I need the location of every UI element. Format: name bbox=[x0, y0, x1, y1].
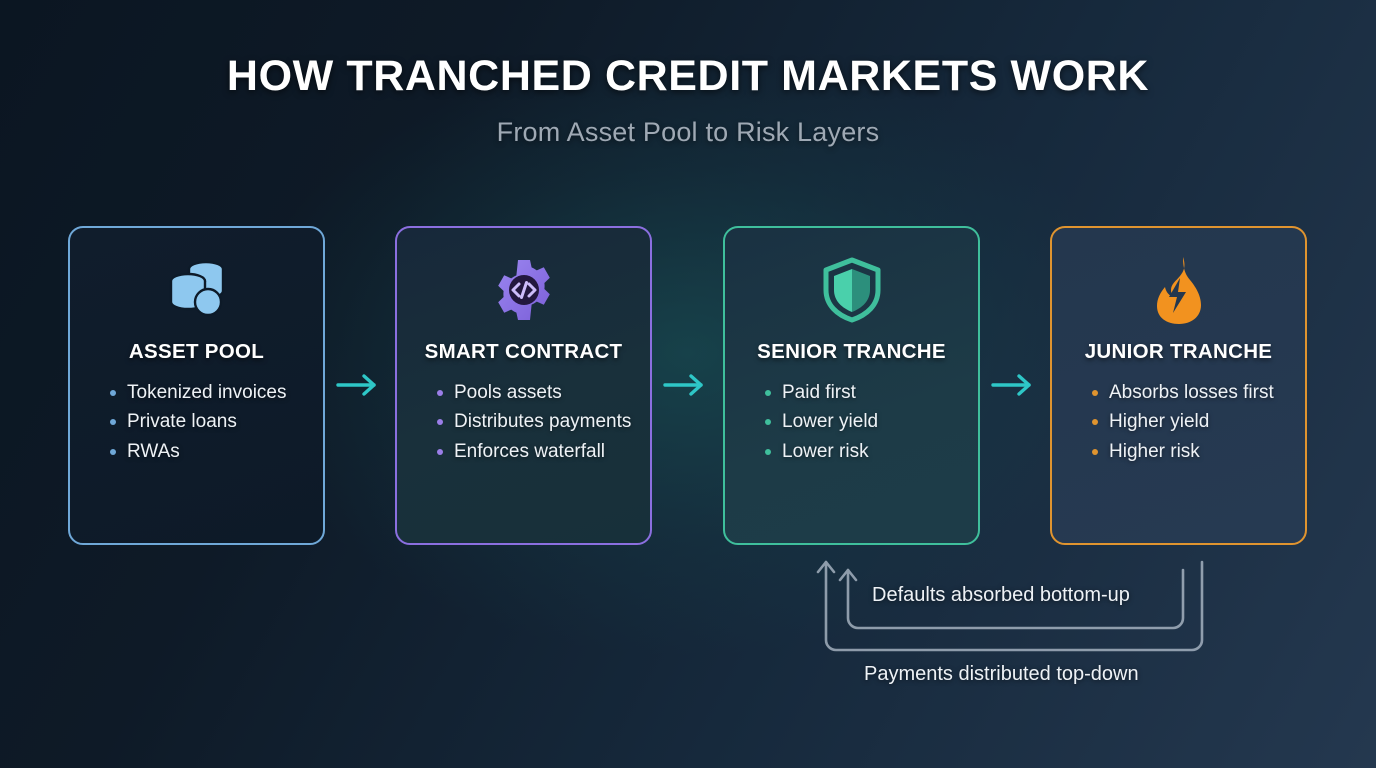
card-title: JUNIOR TRANCHE bbox=[1084, 340, 1273, 363]
list-item: Higher yield bbox=[1092, 409, 1291, 434]
list-item: Absorbs losses first bbox=[1092, 380, 1291, 405]
card-bullet-list: Pools assets Distributes payments Enforc… bbox=[411, 380, 636, 464]
card-bullet-list: Paid first Lower yield Lower risk bbox=[739, 380, 964, 464]
connector-arrow-2 bbox=[662, 370, 710, 400]
coins-stack-icon bbox=[84, 254, 309, 326]
page-subtitle: From Asset Pool to Risk Layers bbox=[496, 117, 880, 148]
shield-icon bbox=[739, 254, 964, 326]
list-item: Private loans bbox=[110, 409, 309, 434]
arrow-right-icon bbox=[663, 374, 703, 396]
connector-arrow-3 bbox=[990, 370, 1038, 400]
card-title: SENIOR TRANCHE bbox=[757, 340, 946, 363]
list-item: Higher risk bbox=[1092, 439, 1291, 464]
header: HOW TRANCHED CREDIT MARKETS WORK From As… bbox=[0, 52, 1376, 148]
flow-bracket-paths bbox=[816, 560, 1204, 652]
card-asset-pool[interactable]: ASSET POOL Tokenized invoices Private lo… bbox=[68, 226, 325, 545]
card-bullet-list: Tokenized invoices Private loans RWAs bbox=[84, 380, 309, 464]
card-smart-contract[interactable]: SMART CONTRACT Pools assets Distributes … bbox=[395, 226, 652, 545]
list-item: Distributes payments bbox=[437, 409, 636, 434]
flame-bolt-icon bbox=[1066, 254, 1291, 326]
arrow-right-icon bbox=[336, 374, 376, 396]
arrow-right-icon bbox=[991, 374, 1031, 396]
card-title: SMART CONTRACT bbox=[424, 340, 623, 363]
payments-flow-label: Payments distributed top-down bbox=[864, 663, 1139, 685]
list-item: RWAs bbox=[110, 439, 309, 464]
gear-code-icon bbox=[411, 254, 636, 326]
page-title: HOW TRANCHED CREDIT MARKETS WORK bbox=[226, 52, 1150, 100]
connector-arrow-1 bbox=[335, 370, 383, 400]
card-bullet-list: Absorbs losses first Higher yield Higher… bbox=[1066, 380, 1291, 464]
flow-annotation: Defaults absorbed bottom-up Payments dis… bbox=[800, 548, 1230, 698]
list-item: Tokenized invoices bbox=[110, 380, 309, 405]
card-row: ASSET POOL Tokenized invoices Private lo… bbox=[68, 226, 1308, 546]
list-item: Lower risk bbox=[765, 439, 964, 464]
list-item: Enforces waterfall bbox=[437, 439, 636, 464]
card-title: ASSET POOL bbox=[128, 340, 265, 363]
defaults-flow-label: Defaults absorbed bottom-up bbox=[872, 584, 1130, 606]
list-item: Paid first bbox=[765, 380, 964, 405]
list-item: Pools assets bbox=[437, 380, 636, 405]
card-senior-tranche[interactable]: SENIOR TRANCHE Paid first Lower yield Lo… bbox=[723, 226, 980, 545]
list-item: Lower yield bbox=[765, 409, 964, 434]
card-junior-tranche[interactable]: JUNIOR TRANCHE Absorbs losses first High… bbox=[1050, 226, 1307, 545]
